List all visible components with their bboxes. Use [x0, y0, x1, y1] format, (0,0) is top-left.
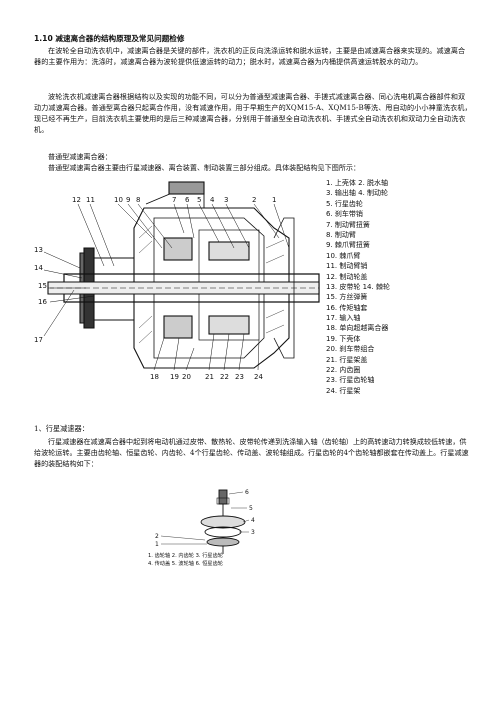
- parts-legend: 1. 上壳体 2. 脱水轴 3. 输出轴 4. 制动轮 5. 行星齿轮 6. 刹…: [326, 178, 476, 396]
- legend-item: 13. 皮带轮 14. 棘轮: [326, 282, 390, 291]
- legend-item: 16. 传矩轴套: [326, 303, 368, 312]
- diagram-label: 3: [224, 196, 228, 204]
- diagram-label: 1: [272, 196, 276, 204]
- subheading-planetary: 1、行星减速器：: [34, 424, 89, 433]
- diagram-label: 12: [72, 196, 81, 204]
- section-heading: 1.10 减速离合器的结构原理及常见问题检修: [34, 34, 185, 43]
- legend-item: 3. 输出轴 4. 制动轮: [326, 189, 389, 198]
- legend-item: 8. 制动臂: [326, 230, 356, 239]
- diagram-label: 7: [172, 196, 176, 204]
- legend-item: 12. 制动轮盖: [326, 272, 368, 281]
- diagram-label: 5: [197, 196, 201, 204]
- legend-item: 20. 刹车带组合: [326, 345, 375, 354]
- legend-item: 1. 上壳体 2. 脱水轴: [326, 179, 389, 187]
- legend-item: 10. 棘爪臂: [326, 251, 361, 260]
- diagram-label: 9: [126, 196, 130, 204]
- diagram2-label: 1: [155, 541, 159, 548]
- legend-item: 6. 刹车带销: [326, 210, 363, 219]
- paragraph-types: 波轮洗衣机减速离合器根据结构以及实现的功能不同，可以分为普通型减速离合器、手搓式…: [34, 92, 472, 134]
- diagram-label: 13: [34, 246, 43, 254]
- caption-line: 1. 齿轮轴 2. 内齿轮 3. 行星齿轮: [148, 553, 223, 559]
- diagram-label: 22: [220, 373, 229, 381]
- diagram-label: 23: [235, 373, 244, 381]
- legend-item: 11. 制动臂销: [326, 262, 368, 271]
- diagram2-caption: 1. 齿轮轴 2. 内齿轮 3. 行星齿轮 4. 传动盖 5. 波轮轴 6. 恒…: [148, 552, 278, 568]
- diagram-label: 2: [252, 196, 256, 204]
- diagram-label: 8: [136, 196, 140, 204]
- planetary-reducer-diagram: 6 5 4 3 2 1: [155, 489, 255, 554]
- diagram2-label: 6: [245, 489, 249, 496]
- legend-item: 22. 内齿圈: [326, 366, 361, 375]
- caption-line: 4. 传动盖 5. 波轮轴 6. 恒星齿轮: [148, 561, 223, 567]
- diagram-label: 16: [38, 298, 47, 306]
- diagram-label: 20: [182, 373, 191, 381]
- diagram-label: 4: [210, 196, 215, 204]
- diagram-label: 15: [38, 282, 47, 290]
- legend-item: 5. 行星齿轮: [326, 199, 363, 208]
- legend-item: 7. 制动臂扭簧: [326, 220, 370, 229]
- diagram-label: 24: [254, 373, 263, 381]
- legend-item: 19. 下壳体: [326, 334, 361, 343]
- legend-item: 21. 行星架盖: [326, 355, 368, 364]
- paragraph-intro: 在波轮全自动洗衣机中，减速离合器是关键的部件，洗衣机的正反向洗涤运转和脱水运转，…: [34, 46, 466, 66]
- diagram-label: 19: [170, 373, 179, 381]
- diagram2-label: 5: [249, 505, 253, 512]
- diagram-label: 6: [185, 196, 190, 204]
- legend-item: 24. 行星架: [326, 386, 361, 395]
- diagram-label: 14: [34, 264, 43, 272]
- legend-item: 17. 输入轴: [326, 314, 361, 323]
- diagram-label: 11: [86, 196, 95, 204]
- diagram-label: 18: [150, 373, 159, 381]
- diagram-label: 21: [205, 373, 214, 381]
- subsection-label: 普通型减速离合器：: [48, 152, 112, 161]
- legend-item: 15. 方丝弹簧: [326, 293, 368, 302]
- legend-item: 9. 棘爪臂扭簧: [326, 241, 370, 250]
- subsection-description: 普通型减速离合器主要由行星减速器、离合装置、制动装置三部分组成。具体装配结构见下…: [48, 163, 361, 172]
- diagram-label: 10: [114, 196, 123, 204]
- diagram2-label: 2: [155, 533, 159, 540]
- legend-item: 18. 单向超越离合器: [326, 324, 389, 333]
- diagram2-label: 3: [251, 529, 255, 536]
- paragraph-planetary: 行星减速器在减速离合器中起到将电动机通过皮带、散热轮、皮带轮传递到洗涤输入轴（齿…: [34, 437, 469, 468]
- diagram2-label: 4: [251, 517, 255, 524]
- clutch-assembly-diagram: 12 11 10 9 8 7 6 5 4 3 2 1 13 14 15 16 1…: [34, 181, 320, 381]
- diagram-label: 17: [34, 336, 43, 344]
- legend-item: 23. 行星齿轮轴: [326, 376, 375, 385]
